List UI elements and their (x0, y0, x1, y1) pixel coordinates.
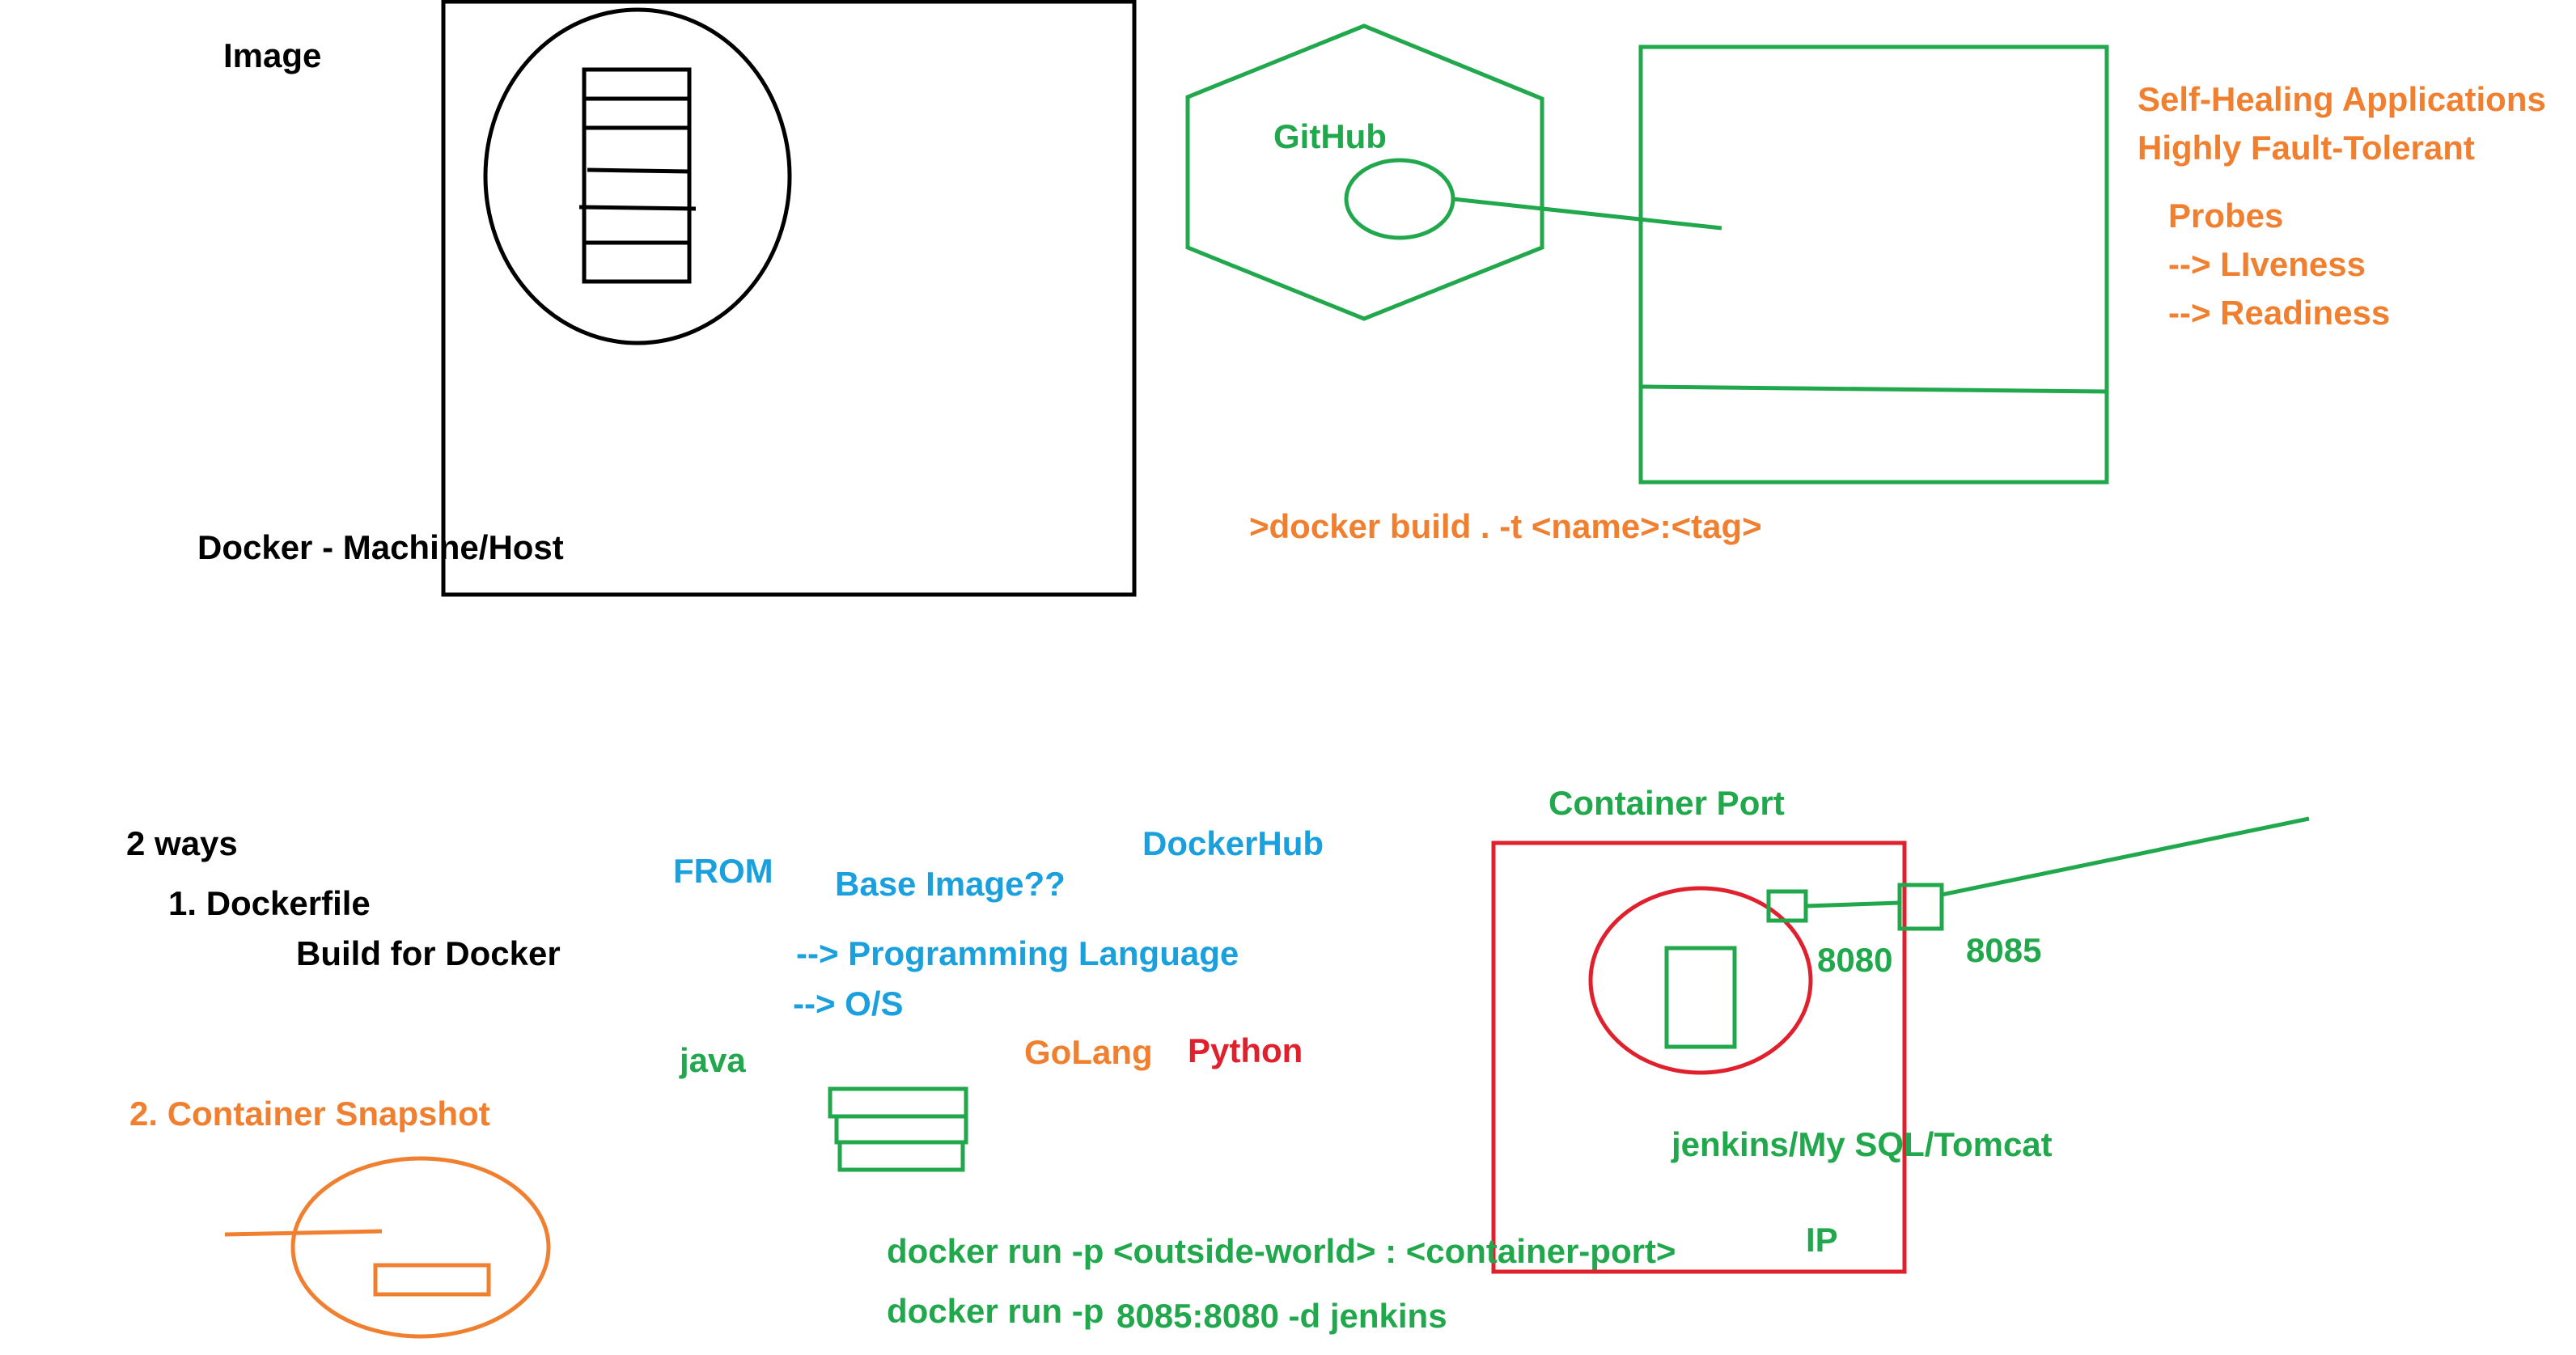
fault-tolerant-label: Highly Fault-Tolerant (2137, 129, 2475, 167)
two-ways-label: 2 ways (126, 824, 238, 862)
dockerhub-label: DockerHub (1142, 824, 1324, 862)
container-port-label: Container Port (1549, 784, 1785, 822)
green-container-box (1638, 44, 2109, 485)
host-port-8085-square (1897, 883, 1944, 931)
outside-world-line (1941, 816, 2310, 897)
readiness-label: --> Readiness (2168, 294, 2391, 332)
docker-build-command: >docker build . -t <name>:<tag> (1249, 507, 1762, 545)
green-box-divider (1640, 384, 2108, 394)
probes-label: Probes (2168, 197, 2284, 235)
github-label: GitHub (1273, 117, 1387, 155)
liveness-label: --> LIveness (2168, 245, 2366, 283)
snapshot-ellipse (290, 1156, 551, 1339)
image-label: Image (223, 36, 322, 74)
container-app-rect (1664, 946, 1737, 1049)
container-port-8080-square (1766, 889, 1808, 923)
github-repo-ellipse (1344, 158, 1455, 240)
from-label: FROM (673, 852, 773, 890)
os-label: --> O/S (793, 984, 904, 1023)
docker-run-template: docker run -p <outside-world> : <contain… (887, 1232, 1676, 1270)
docker-host-box (441, 0, 1137, 597)
port-8080-label: 8080 (1817, 941, 1893, 979)
apps-label: jenkins/My SQL/Tomcat (1671, 1125, 2053, 1163)
ip-label: IP (1806, 1221, 1838, 1259)
programming-language-label: --> Programming Language (796, 934, 1239, 972)
github-hexagon (1185, 23, 1544, 321)
port-8085-label: 8085 (1966, 931, 2042, 969)
docker-host-label: Docker - Machine/Host (197, 528, 564, 566)
port-mapping-line (1805, 900, 1900, 908)
snapshot-rect (373, 1263, 491, 1297)
base-image-layers (828, 1086, 968, 1172)
base-image-label: Base Image?? (835, 865, 1066, 903)
java-label: java (680, 1041, 746, 1079)
image-circle (483, 7, 792, 345)
python-label: Python (1188, 1031, 1303, 1069)
docker-run-prefix: docker run -p (887, 1292, 1104, 1330)
container-red-ellipse (1588, 886, 1813, 1075)
container-port-box (1491, 841, 1907, 1274)
image-layers-stack (578, 67, 697, 284)
github-connector-line (1452, 197, 1722, 231)
self-healing-label: Self-Healing Applications (2137, 80, 2546, 118)
container-snapshot-label: 2. Container Snapshot (129, 1095, 490, 1133)
build-for-docker-label: Build for Docker (296, 934, 561, 972)
docker-run-example: 8085:8080 -d jenkins (1116, 1297, 1447, 1335)
dockerfile-label: 1. Dockerfile (168, 884, 371, 922)
snapshot-line (224, 1229, 383, 1237)
golang-label: GoLang (1024, 1033, 1153, 1071)
